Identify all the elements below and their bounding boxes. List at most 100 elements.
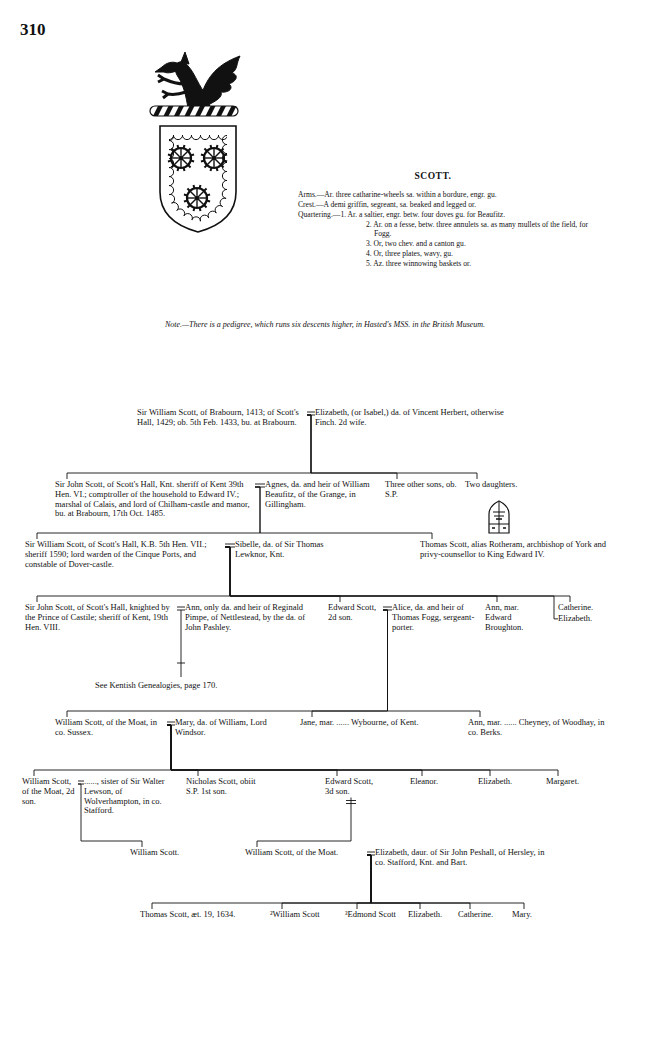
engrailed-scallop <box>164 185 173 194</box>
quartering-line: Quartering.—1. Ar. a saltier, engr. betw… <box>298 210 598 220</box>
wheel-spoke <box>174 160 179 165</box>
marriage-line <box>307 412 315 413</box>
person-text: Nicholas Scott, obiit S.P. 1st son. <box>186 777 261 797</box>
wheel-hub <box>178 155 183 160</box>
wheel-tooth <box>216 168 219 171</box>
wheel-spoke <box>187 197 194 198</box>
wreath-twist <box>164 106 174 116</box>
engrailed-scallop <box>222 180 231 189</box>
person-text: William Scott, of the Moat, 2d son. <box>22 777 78 806</box>
person-entry: Eleanor. <box>410 777 450 787</box>
wheel-tooth <box>207 193 210 196</box>
wheel-rim <box>204 148 224 168</box>
wheel-spoke <box>180 148 181 155</box>
wreath-twist <box>153 106 163 116</box>
wheel-spoke <box>184 157 191 158</box>
wheel-tooth <box>192 185 195 188</box>
griffin-leg <box>158 75 186 98</box>
person-entry: Ann, mar. Edward Broughton. <box>485 603 547 632</box>
engrailed-scallop <box>191 130 200 139</box>
wheel-tooth <box>171 148 173 150</box>
person-entry: ³Edmond Scott <box>345 910 400 920</box>
person-entry: Elizabeth, daur. of Sir John Peshall, of… <box>375 848 545 868</box>
engrailed-scallop <box>164 131 173 140</box>
wheel-tooth <box>187 188 189 190</box>
wheel-tooth <box>177 168 180 171</box>
person-entry: Catherine. <box>458 910 503 920</box>
engrailed-scallop <box>164 130 173 139</box>
person-text: Two daughters. <box>465 480 527 490</box>
person-text: Eleanor. <box>410 777 450 787</box>
engrailed-scallop <box>192 217 201 226</box>
descent-line <box>257 798 351 847</box>
descent-dagger <box>181 610 182 677</box>
wreath-twist <box>216 106 226 116</box>
person-text: ³Edmond Scott <box>345 910 400 920</box>
descent-line <box>312 610 388 717</box>
wheel-spoke <box>183 151 188 156</box>
wheel-tooth <box>210 168 213 171</box>
wheel-tooth <box>187 205 189 207</box>
engrailed-scallop <box>222 135 231 144</box>
person-entry: Sir John Scott, of Scott's Hall, knighte… <box>25 603 177 632</box>
person-text: ²William Scott <box>270 910 335 920</box>
wheel-tooth <box>183 168 186 171</box>
person-text: Sir John Scott, of Scott's Hall, Knt. sh… <box>55 480 255 519</box>
catharine-wheel <box>168 145 194 171</box>
wreath-twist <box>227 106 237 116</box>
person-entry: Three other sons, ob. S.P. <box>385 480 457 500</box>
engrailed-scallop <box>182 130 191 139</box>
wheel-tooth <box>171 165 173 167</box>
person-text: Elizabeth. <box>558 614 608 624</box>
wheel-spoke <box>213 148 214 155</box>
person-text: Ann, mar. ...... Cheyney, of Woodhay, in… <box>468 718 613 738</box>
person-text: William Scott, of the Moat, in co. Susse… <box>55 718 167 738</box>
engrailed-scallop <box>164 176 173 185</box>
person-entry: Mary, da. of William, Lord Windsor. <box>175 718 277 738</box>
wheel-spoke <box>174 151 179 156</box>
wheel-spoke <box>204 157 211 158</box>
catharine-wheel <box>184 185 210 211</box>
marriage-line <box>78 781 84 782</box>
griffin-ear <box>181 52 189 64</box>
wheel-spoke <box>190 200 195 205</box>
wheel-tooth <box>193 208 196 211</box>
wheel-spoke <box>216 151 221 156</box>
person-entry: Sir William Scott, of Brabourn, 1413; of… <box>137 408 307 428</box>
wheel-tooth <box>184 194 187 197</box>
person-entry: Sir William Scott, of Scott's Hall, K.B.… <box>25 540 225 569</box>
person-entry: Two daughters. <box>465 480 527 490</box>
engrailed-scallop <box>222 171 231 180</box>
person-entry: Sibelle, da. of Sir Thomas Lewknor, Knt. <box>235 540 340 560</box>
wheel-spoke <box>199 191 204 196</box>
descent-line <box>282 855 371 909</box>
person-text: William Scott. <box>130 848 205 858</box>
engrailed-scallop <box>200 130 209 139</box>
person-entry: ²William Scott <box>270 910 335 920</box>
wheel-tooth <box>221 148 223 150</box>
person-entry: Edward Scott, 2d son. <box>328 603 383 623</box>
wheel-tooth <box>191 160 194 163</box>
person-entry: Margaret. <box>546 777 594 787</box>
wheel-spoke <box>216 160 221 165</box>
wheel-tooth <box>204 205 206 207</box>
engrailed-scallop <box>173 130 182 139</box>
quartering-line: 4. Or, three plates, wavy, gu. <box>366 249 598 259</box>
wheel-tooth <box>216 145 219 148</box>
person-text: Edward Scott, 3d son. <box>325 777 377 797</box>
marriage-sign <box>346 803 356 804</box>
person-entry: Catherine. <box>558 603 608 613</box>
person-text: Ann, mar. Edward Broughton. <box>485 603 547 632</box>
person-text: Alice, da. and heir of Thomas Fogg, serg… <box>392 603 477 632</box>
person-text: Catherine. <box>458 910 503 920</box>
person-entry: William Scott, of the Moat, 2d son. <box>22 777 78 806</box>
wheel-tooth <box>199 185 202 188</box>
person-text: Mary, da. of William, Lord Windsor. <box>175 718 277 738</box>
person-entry: Jane, mar. ...... Wybourne, of Kent. <box>300 718 445 728</box>
wheel-hub <box>194 195 199 200</box>
wheel-tooth <box>199 208 202 211</box>
wheel-tooth <box>204 188 206 190</box>
wheel-tooth <box>201 160 204 163</box>
engrailed-scallop <box>169 203 178 212</box>
person-text: ......, sister of Sir Walter Lewson, of … <box>84 777 179 816</box>
